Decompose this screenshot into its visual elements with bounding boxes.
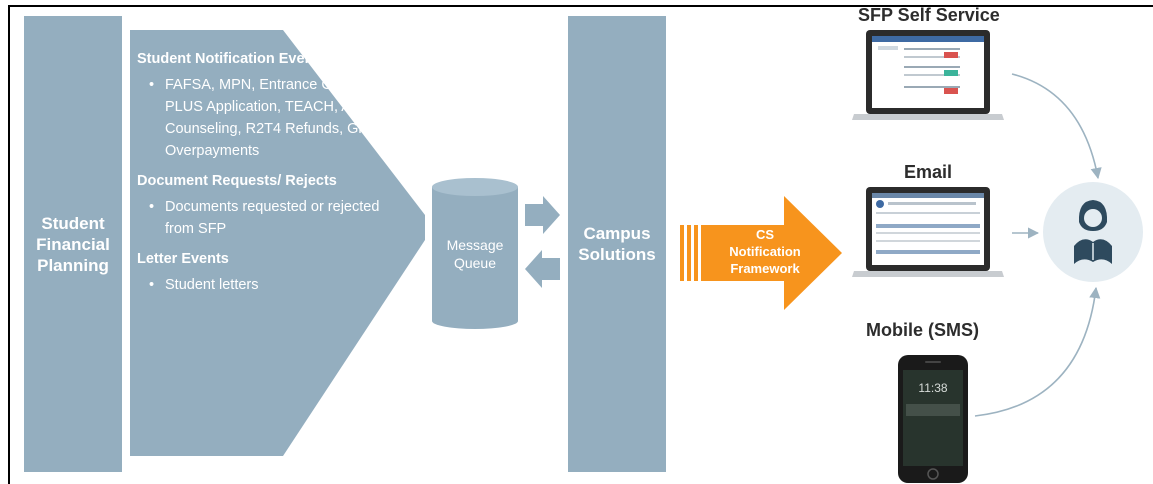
events-heading-student-notification: Student Notification Events: [137, 51, 327, 67]
events-heading-letter-events: Letter Events: [137, 251, 229, 267]
message-queue-cylinder: [432, 178, 518, 329]
campus-solutions-block: Campus Solutions: [568, 16, 666, 472]
mobile-phone-icon: 11:38: [898, 355, 968, 483]
student-financial-planning-block: Student Financial Planning: [24, 16, 122, 472]
channel-label-mobile-sms: Mobile (SMS): [866, 320, 979, 340]
student-financial-planning-label: Student Financial Planning: [36, 213, 110, 275]
channel-label-sfp-self-service: SFP Self Service: [858, 5, 1000, 25]
events-heading-document-requests: Document Requests/ Rejects: [137, 173, 337, 189]
frame-border-top: [8, 5, 1153, 7]
email-laptop-icon: [852, 187, 1004, 277]
arrow-campus-solutions-to-queue: [525, 250, 560, 288]
events-item-student-letters: Student letters: [149, 274, 407, 296]
events-item-federal-aid: FAFSA, MPN, Entrance Counseling, PLUS Ap…: [149, 74, 407, 162]
student-reading-icon: [1043, 182, 1143, 282]
notification-framework-label: CS Notification Framework: [729, 227, 801, 276]
arrow-queue-to-campus-solutions: [525, 196, 560, 234]
events-item-documents: Documents requested or rejected from SFP: [149, 196, 407, 240]
message-queue-label: Message Queue: [446, 237, 504, 271]
notification-framework-arrow: [680, 196, 842, 310]
notification-events-list: Student Notification Events FAFSA, MPN, …: [137, 48, 407, 304]
campus-solutions-label: Campus Solutions: [578, 224, 656, 264]
phone-clock-text: 11:38: [918, 381, 947, 395]
connector-sfp-to-student: [1011, 73, 1102, 180]
sfp-self-service-laptop-icon: [852, 30, 1004, 120]
connector-mobile-to-student: [974, 286, 1101, 417]
frame-border-left: [8, 5, 10, 484]
channel-label-email: Email: [904, 162, 953, 182]
